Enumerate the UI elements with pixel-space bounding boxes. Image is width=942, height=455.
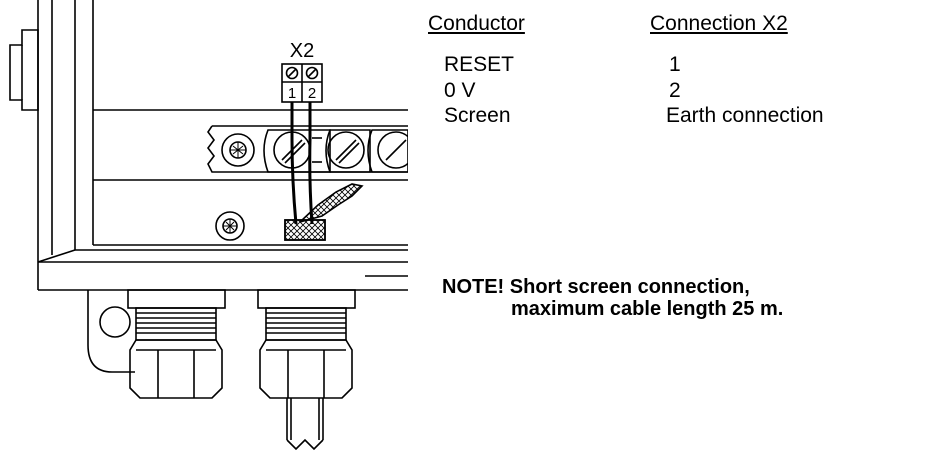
conductor-reset: RESET <box>444 53 515 76</box>
cable-gland-right <box>257 289 356 399</box>
header-conductor: Conductor <box>428 12 525 35</box>
screen-clamp <box>284 219 326 241</box>
terminal-label: X2 <box>290 40 314 62</box>
connection-screen: Earth connection <box>666 104 824 127</box>
bottom-bracket <box>87 290 135 373</box>
header-connection: Connection X2 <box>650 12 788 35</box>
terminal-block-x2 <box>281 63 323 103</box>
connection-0v: 2 <box>669 79 681 102</box>
cable <box>286 398 324 451</box>
bracket-hole <box>99 306 131 338</box>
earth-screw <box>215 211 245 241</box>
terminal-pin-2: 2 <box>308 85 316 102</box>
conductor-screen: Screen <box>444 104 511 127</box>
note-line-1: NOTE! Short screen connection, <box>442 276 750 298</box>
terminal-pin-1: 1 <box>288 85 296 102</box>
connection-reset: 1 <box>669 53 681 76</box>
note-line-2: maximum cable length 25 m. <box>511 298 784 320</box>
cable-gland-left <box>127 289 226 399</box>
conductor-0v: 0 V <box>444 79 476 102</box>
screen-braid <box>299 183 364 223</box>
hinge-bracket <box>9 29 39 111</box>
signal-wires <box>290 102 314 225</box>
